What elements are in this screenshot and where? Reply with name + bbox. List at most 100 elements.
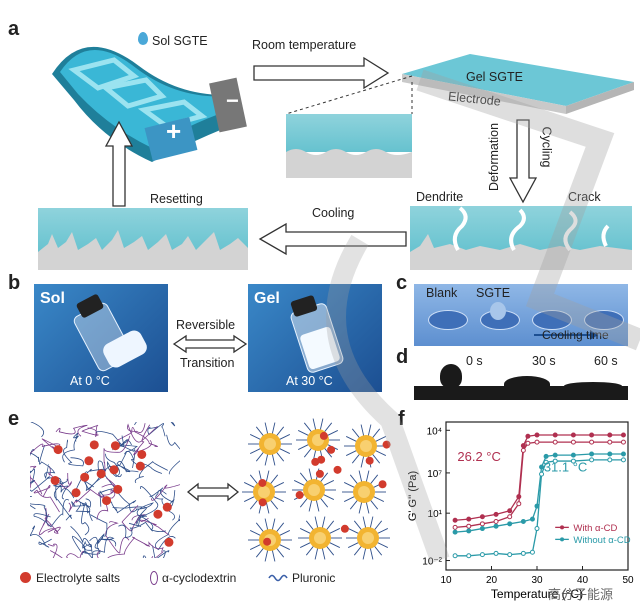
series-point (507, 514, 513, 520)
time-60s: 60 s (594, 354, 618, 368)
pluronic-arm (319, 418, 324, 431)
pluronic-arm (358, 470, 363, 483)
series-point (552, 458, 558, 464)
series-point (520, 550, 526, 556)
pluronic-arm (255, 451, 265, 462)
pluronic-arm (272, 482, 285, 489)
cooling-label: Cooling (312, 206, 355, 220)
pluronic-arm (264, 453, 269, 466)
pluronic-arm (255, 426, 265, 437)
polymer-chain (68, 488, 104, 513)
polymer-chain (38, 513, 59, 536)
pluronic-arm (351, 453, 361, 464)
electrolyte-salt (137, 449, 147, 459)
series-point (452, 517, 458, 523)
series-point (607, 457, 613, 463)
pluronic-arm (347, 528, 360, 535)
pluronic-arm (373, 520, 383, 531)
pluronic-arm (343, 482, 356, 489)
legend-cyclodextrin: α-cyclodextrin (162, 571, 237, 585)
legend-label: Without α-CD (573, 535, 630, 546)
series-point (570, 458, 576, 464)
time-0s: 0 s (466, 354, 483, 368)
cooling-time-label: Cooling time (542, 328, 609, 342)
electrolyte-salt (340, 524, 349, 533)
resetting-label: Resetting (150, 192, 203, 206)
deformation-cycling-arrow (508, 119, 538, 204)
electrolyte-salt (135, 461, 145, 471)
pluronic-arm (278, 434, 291, 441)
series-point (479, 514, 485, 520)
pluronic-arm (343, 495, 356, 502)
y-tick-label: 10⁴ (427, 426, 442, 437)
polymer-chain (142, 550, 166, 558)
polymer-chain (170, 422, 176, 427)
pluronic-arm (351, 428, 361, 439)
pluronic-arm (349, 499, 359, 510)
deformation-label: Deformation (487, 122, 502, 192)
pluronic-arm (271, 453, 276, 466)
pluronic-arm (305, 545, 315, 556)
pluronic-arm (255, 547, 265, 558)
pluronic-arm (315, 499, 320, 512)
series-point (539, 471, 545, 477)
pluronic-arm (314, 516, 319, 529)
electrolyte-salt (365, 456, 374, 465)
panel-d-label: d (396, 346, 409, 368)
pluronic-arm (271, 518, 276, 531)
polymer-chain (166, 434, 180, 475)
series-point (466, 516, 472, 522)
series-point (570, 452, 576, 458)
pluronic-arm (319, 472, 329, 483)
pluronic-arm (264, 422, 269, 435)
electrolyte-salt (50, 475, 60, 485)
series-point (543, 453, 549, 459)
flexible-battery-illustration (52, 46, 247, 162)
pluronic-arm (293, 480, 306, 487)
pluronic-arm (299, 472, 309, 483)
legend-label: With α-CD (573, 523, 617, 534)
polymer-chain (50, 550, 85, 558)
electrolyte-salt (333, 465, 342, 474)
micelle-inner (360, 440, 372, 452)
polymer-chain (70, 525, 92, 551)
series-point (520, 518, 526, 524)
gel-sgte-slab (402, 54, 634, 114)
electrolyte-salt (96, 469, 106, 479)
series-point (493, 550, 499, 556)
polymer-chain (33, 499, 70, 528)
polymer-chain (30, 503, 48, 522)
series-point (589, 432, 595, 438)
dendrite-crack-layer-right (410, 206, 632, 270)
pluronic-arm (374, 449, 387, 456)
polymer-chain (90, 514, 117, 547)
pluronic-arm (376, 528, 389, 535)
polymer-chain (30, 452, 40, 463)
pluronic-arm (275, 451, 285, 462)
electrolyte-salt (80, 472, 90, 482)
panel-b-label: b (8, 272, 21, 294)
polymer-chain (75, 499, 93, 522)
polymer-chain (30, 422, 45, 438)
series-point (493, 518, 499, 524)
polymer-chain (155, 513, 180, 551)
pluronic-arm (374, 436, 387, 443)
dendrite-label: Dendrite (416, 190, 464, 204)
series-point (552, 439, 558, 445)
plus-terminal: + (166, 116, 182, 146)
reversible-arrow (172, 334, 248, 354)
pluronic-arm (325, 545, 335, 556)
micelle-inner (314, 532, 326, 544)
polymer-network-disordered (30, 422, 180, 558)
sol-temp-label: At 0 °C (70, 374, 110, 388)
micelle-inner (362, 532, 374, 544)
polymer-chain (72, 535, 101, 555)
electrolyte-salt (378, 480, 387, 489)
pluronic-arm (265, 470, 270, 483)
sol-vial-photo (34, 284, 168, 392)
series-point (479, 552, 485, 558)
pluronic-arm (269, 474, 279, 485)
polymer-chain (151, 484, 180, 501)
electrolyte-salt (382, 440, 391, 449)
